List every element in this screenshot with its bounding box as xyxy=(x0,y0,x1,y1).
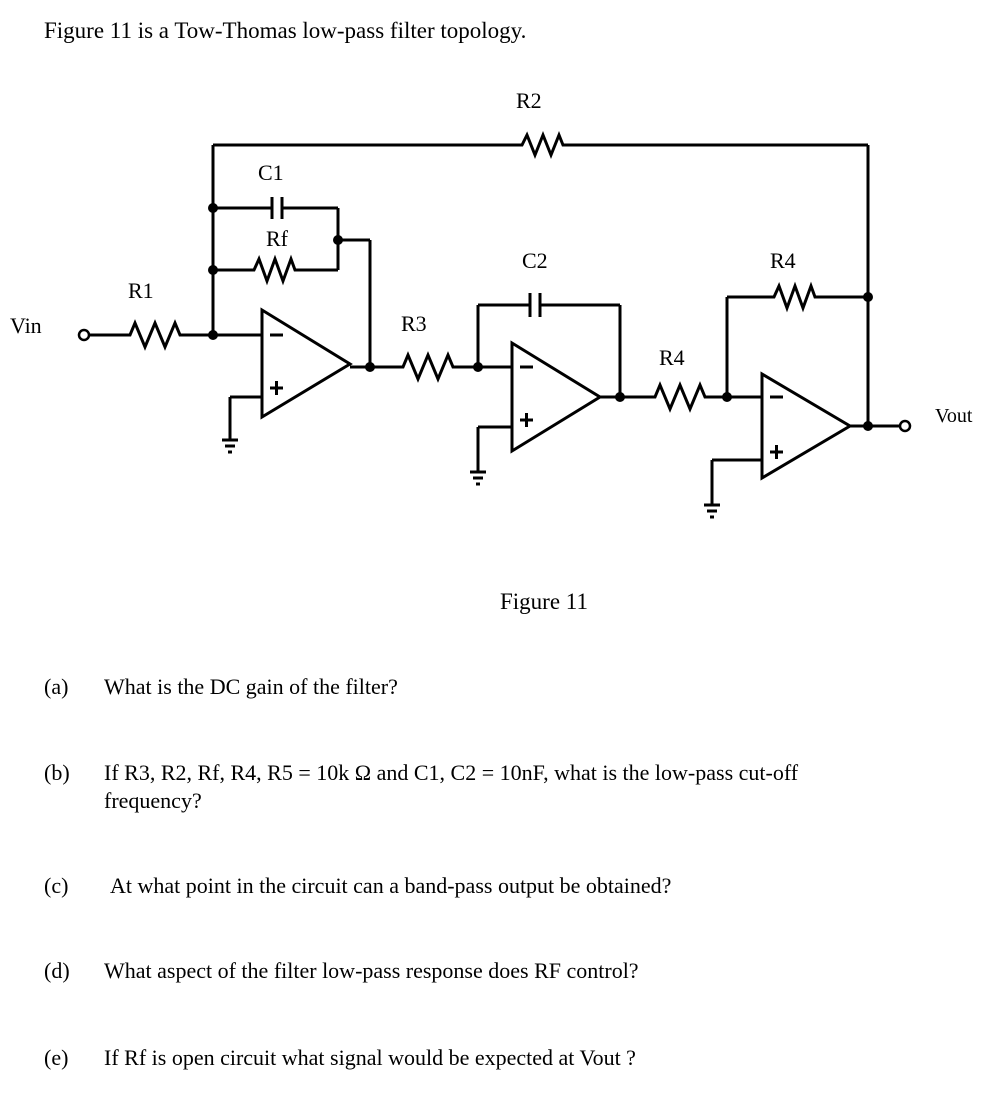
question-text: If Rf is open circuit what signal would … xyxy=(104,1045,636,1070)
question-d: (d) What aspect of the filter low-pass r… xyxy=(44,957,944,987)
question-e: (e) If Rf is open circuit what signal wo… xyxy=(44,1044,944,1074)
junction-dot xyxy=(863,292,873,302)
resistor-r4-lower xyxy=(650,381,707,413)
problem-heading: Figure 11 is a Tow-Thomas low-pass filte… xyxy=(44,18,527,43)
question-label: (d) xyxy=(44,958,70,983)
junction-dot xyxy=(208,265,218,275)
resistor-r3 xyxy=(398,351,455,383)
ground-icon xyxy=(470,470,486,486)
resistor-r1 xyxy=(125,319,182,351)
question-text: At what point in the circuit can a band-… xyxy=(110,873,672,898)
figure-caption: Figure 11 xyxy=(500,589,588,614)
op-amp-1 xyxy=(260,307,353,420)
ground-icon xyxy=(222,438,238,454)
junction-dot xyxy=(208,330,218,340)
ground-icon xyxy=(704,503,720,519)
op-amp-3 xyxy=(760,371,853,481)
junction-dot xyxy=(333,235,343,245)
label-c2: C2 xyxy=(522,248,548,273)
op-amp-2 xyxy=(510,340,603,454)
question-label: (a) xyxy=(44,674,69,699)
question-text: What is the DC gain of the filter? xyxy=(104,674,398,699)
question-label: (b) xyxy=(44,760,70,785)
junction-dot xyxy=(615,392,625,402)
junction-dot xyxy=(365,362,375,372)
label-r2: R2 xyxy=(516,88,542,113)
label-rf: Rf xyxy=(266,226,289,251)
question-label: (e) xyxy=(44,1045,69,1070)
junction-dot xyxy=(208,203,218,213)
resistor-rf xyxy=(250,254,298,286)
label-r3: R3 xyxy=(401,311,427,336)
label-c1: C1 xyxy=(258,160,284,185)
resistor-r2 xyxy=(518,130,566,160)
label-r4-lower: R4 xyxy=(659,345,685,370)
resistor-r4-upper xyxy=(770,281,818,313)
junction-dot xyxy=(863,421,873,431)
question-text: What aspect of the filter low-pass respo… xyxy=(104,958,639,983)
question-a: (a) What is the DC gain of the filter? xyxy=(44,673,944,703)
junction-dot xyxy=(722,392,732,402)
question-c: (c) At what point in the circuit can a b… xyxy=(44,872,944,902)
question-label: (c) xyxy=(44,873,69,898)
label-r4-upper: R4 xyxy=(770,248,796,273)
vin-terminal xyxy=(77,328,91,342)
question-b: (b) If R3, R2, Rf, R4, R5 = 10k Ω and C1… xyxy=(44,759,944,819)
vout-terminal xyxy=(898,419,912,433)
tow-thomas-circuit-diagram: R2 C1 Rf C2 R4 R1 R3 R4 Vin Vout Figure … xyxy=(10,88,973,614)
label-vout: Vout xyxy=(935,405,973,427)
question-text: If R3, R2, Rf, R4, R5 = 10k Ω and C1, C2… xyxy=(104,760,799,813)
junction-dot xyxy=(473,362,483,372)
label-vin: Vin xyxy=(10,313,42,338)
label-r1: R1 xyxy=(128,278,154,303)
